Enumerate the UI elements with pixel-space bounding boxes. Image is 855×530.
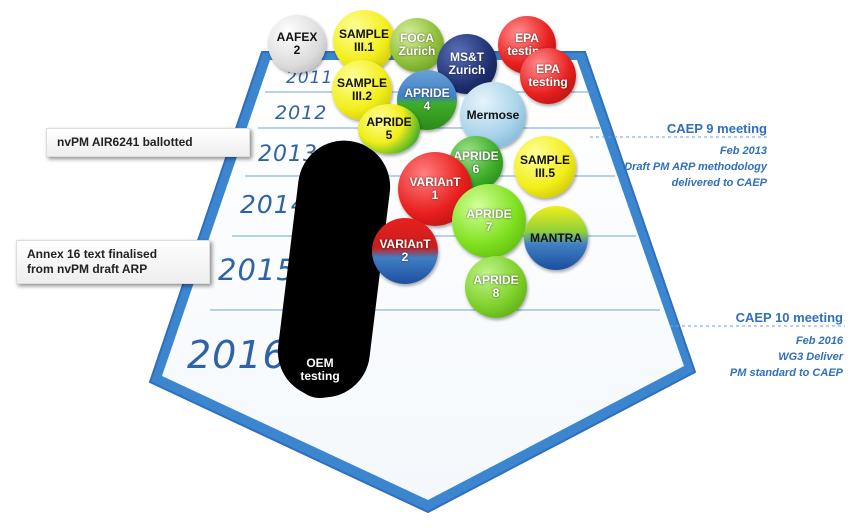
campaign-label: VARIAnT bbox=[379, 237, 431, 251]
caep9-line1: Feb 2013 bbox=[719, 145, 767, 157]
callout-text-line1: Annex 16 text finalised bbox=[27, 247, 158, 261]
campaign-sublabel: 2 bbox=[293, 43, 301, 57]
campaign-sublabel: 5 bbox=[385, 128, 393, 142]
caep9-line2: Draft PM ARP methodology bbox=[624, 161, 767, 173]
campaign-foca-zurich: FOCA Zurich bbox=[390, 18, 444, 72]
campaign-label: SAMPLE bbox=[519, 153, 570, 167]
campaign-label: SAMPLE bbox=[336, 76, 387, 90]
campaign-apride-8: APRIDE 8 bbox=[465, 256, 527, 318]
campaign-label: APRIDE bbox=[404, 86, 450, 100]
campaign-apride-7: APRIDE 7 bbox=[452, 184, 526, 258]
campaign-sublabel: III.5 bbox=[534, 166, 555, 180]
campaign-sublabel: 2 bbox=[401, 250, 409, 264]
campaign-sublabel: 4 bbox=[423, 99, 431, 113]
campaign-sublabel: testing bbox=[528, 75, 568, 89]
campaign-label: Mermose bbox=[466, 107, 520, 122]
campaign-oem-testing: OEM testing bbox=[292, 342, 348, 398]
campaign-label: EPA bbox=[536, 62, 560, 76]
campaign-sublabel: 6 bbox=[472, 162, 480, 176]
campaign-sublabel: Zurich bbox=[398, 44, 436, 58]
campaign-mantra: MANTRA bbox=[524, 206, 588, 270]
campaign-sublabel: testing bbox=[300, 369, 340, 383]
campaign-epa-testing-2: EPA testing bbox=[520, 48, 576, 104]
campaign-label: APRIDE bbox=[366, 115, 412, 129]
campaign-apride-5: APRIDE 5 bbox=[358, 104, 420, 154]
campaign-label: APRIDE bbox=[453, 149, 499, 163]
campaign-sublabel: Zurich bbox=[448, 63, 486, 77]
callout-text: nvPM AIR6241 ballotted bbox=[57, 135, 193, 149]
year-label-2011: 2011 bbox=[286, 68, 334, 88]
caep10-line3: PM standard to CAEP bbox=[729, 367, 843, 379]
caep9-title: CAEP 9 meeting bbox=[666, 121, 767, 136]
callout-nvpm-ballotted: nvPM AIR6241 ballotted bbox=[46, 128, 250, 157]
caep10-line2: WG3 Deliver bbox=[778, 351, 843, 363]
year-label-2016: 2016 bbox=[187, 333, 288, 377]
campaign-label: APRIDE bbox=[473, 273, 519, 287]
campaign-sublabel: 1 bbox=[431, 188, 439, 202]
campaign-label: MS&T bbox=[450, 50, 484, 64]
campaign-label: EPA bbox=[515, 31, 539, 45]
campaign-sublabel: III.1 bbox=[353, 40, 374, 54]
campaign-label: AAFEX bbox=[276, 30, 318, 44]
caep10-title: CAEP 10 meeting bbox=[735, 310, 843, 325]
campaign-sublabel: 8 bbox=[492, 286, 500, 300]
year-label-2012: 2012 bbox=[275, 102, 328, 124]
caep9-line3: delivered to CAEP bbox=[671, 177, 767, 189]
campaign-sample-3-5: SAMPLE III.5 bbox=[514, 136, 576, 198]
campaign-label: FOCA bbox=[400, 31, 434, 45]
callout-annex16: Annex 16 text finalised from nvPM draft … bbox=[16, 240, 210, 284]
campaign-label: APRIDE bbox=[466, 207, 512, 221]
caep10-line1: Feb 2016 bbox=[795, 335, 843, 347]
campaign-label: VARIAnT bbox=[409, 175, 461, 189]
campaign-label: SAMPLE bbox=[338, 27, 389, 41]
campaign-variant-2: VARIAnT 2 bbox=[372, 218, 438, 284]
campaign-sublabel: 7 bbox=[485, 220, 493, 234]
campaign-label: OEM bbox=[306, 356, 334, 370]
campaign-aafex2: AAFEX 2 bbox=[268, 15, 326, 73]
campaign-sublabel: III.2 bbox=[351, 89, 372, 103]
callout-text-line2: from nvPM draft ARP bbox=[27, 262, 148, 276]
year-label-2015: 2015 bbox=[218, 253, 296, 287]
campaign-label: MANTRA bbox=[530, 230, 582, 245]
